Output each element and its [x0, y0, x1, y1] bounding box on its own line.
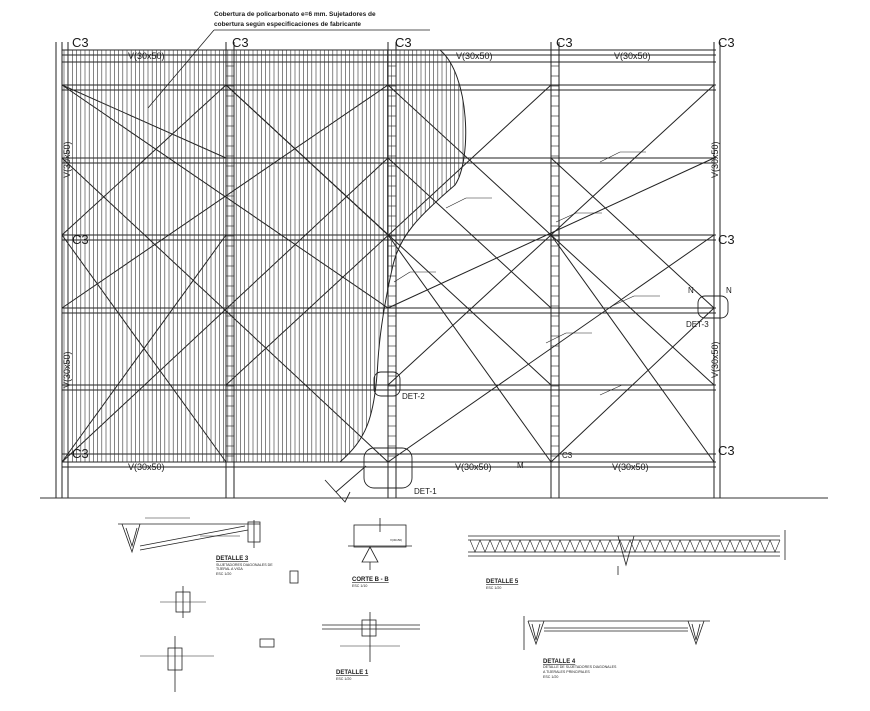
beam-label: V(30x50) — [456, 51, 493, 61]
column-label: C3 — [718, 35, 735, 50]
column-label: C3 — [556, 35, 573, 50]
beam-label: V(30x50) — [710, 141, 720, 178]
diagonal-brace — [387, 157, 715, 309]
det-3-label: DET-3 — [686, 320, 709, 329]
diagonal-brace — [550, 234, 715, 463]
annotation-leader — [445, 197, 467, 209]
detalle-5-title: DETALLE 5 — [486, 579, 519, 585]
det-1-label: DET-1 — [414, 487, 437, 496]
elevation-frame — [55, 42, 721, 498]
beam-label: V(30x50) — [62, 351, 72, 388]
diagonal-brace — [387, 157, 552, 309]
detalle-3-title: DETALLE 3 — [216, 556, 249, 562]
diagonal-brace — [387, 234, 552, 463]
detalle-4-title: DETALLE 4 — [543, 659, 576, 665]
detail-1 — [322, 612, 420, 662]
det-1-leader-line — [335, 465, 367, 493]
polycarbonate-cover-hatch — [63, 50, 464, 462]
annotation-leader — [545, 332, 567, 344]
cover-boundary-curve — [339, 49, 467, 463]
detalle-4-scale: ESC 1/20 — [543, 675, 558, 679]
axis-mark: M — [517, 461, 524, 470]
detail-4 — [523, 616, 710, 650]
beam-label: V(30x50) — [62, 141, 72, 178]
det-3-outline — [697, 295, 729, 319]
column-label: C3 — [232, 35, 249, 50]
detalle-1-scale: ESC 1/20 — [336, 677, 351, 681]
axis-mark: N — [726, 286, 732, 295]
detail-3b — [140, 570, 299, 692]
corte-b-title: CORTE B - B — [352, 577, 389, 583]
detalle-5-scale: ESC 1/20 — [486, 586, 501, 590]
diagonal-brace — [61, 157, 389, 463]
detalle-3-scale: ESC 1/20 — [216, 572, 231, 576]
beam-label: V(30x50) — [614, 51, 651, 61]
beam-label: V(30x50) — [455, 462, 492, 472]
beam-label: V(30x50) — [128, 51, 165, 61]
note-leader — [147, 29, 215, 109]
annotation-leader — [599, 151, 621, 163]
detalle-4-sub2: A TIJERALES PRINCIPALES — [543, 670, 590, 674]
detail-5 — [468, 530, 786, 575]
detail-callouts — [324, 295, 729, 503]
column-label: C3 — [395, 35, 412, 50]
detalle-3-sub2: TIJERAL A VIGA — [216, 567, 243, 571]
det-1-leader — [324, 479, 351, 503]
column-label: C3 — [72, 35, 89, 50]
cover-note: Cobertura de policarbonato e=6 mm. Sujet… — [147, 11, 430, 109]
beam-labels: V(30x50) V(30x50) V(30x50) V(30x50) V(30… — [62, 51, 720, 472]
diagonal-brace — [550, 157, 715, 309]
corte-b-scale: ESC 1/10 — [352, 584, 367, 588]
cover-note-line-2: cobertura según especificaciones de fabr… — [214, 21, 361, 28]
cover-note-line-1: Cobertura de policarbonato e=6 mm. Sujet… — [214, 11, 376, 18]
detalle-4-sub1: DETALLE DE SUJETADORES DIAGONALES — [543, 665, 617, 669]
corte-b-beam: V(30x50) — [390, 538, 402, 542]
axis-mark: C3 — [562, 451, 573, 460]
column-label: C3 — [72, 446, 89, 461]
diagonal-brace — [61, 84, 389, 309]
column-label: C3 — [718, 443, 735, 458]
annotation-leader — [611, 295, 635, 307]
annotation-leader — [393, 271, 411, 283]
beam-label: V(30x50) — [128, 462, 165, 472]
axis-mark: N — [688, 286, 694, 295]
beam-label: V(30x50) — [710, 341, 720, 378]
det-2-outline — [373, 371, 401, 397]
column-labels: C3 C3 C3 C3 C3 C3 C3 C3 C3 — [72, 35, 735, 461]
column-label: C3 — [718, 232, 735, 247]
annotation-leader — [555, 212, 577, 223]
diagonal-brace — [387, 234, 715, 463]
det-2-label: DET-2 — [402, 392, 425, 401]
detalle-3-sub1: SUJETADORES DIAGONALES DE — [216, 563, 273, 567]
corte-b — [348, 518, 412, 570]
column-label: C3 — [72, 232, 89, 247]
annotation-leader — [599, 384, 623, 396]
beam-label: V(30x50) — [612, 462, 649, 472]
detail-3 — [118, 517, 261, 554]
detalle-1-title: DETALLE 1 — [336, 670, 369, 676]
